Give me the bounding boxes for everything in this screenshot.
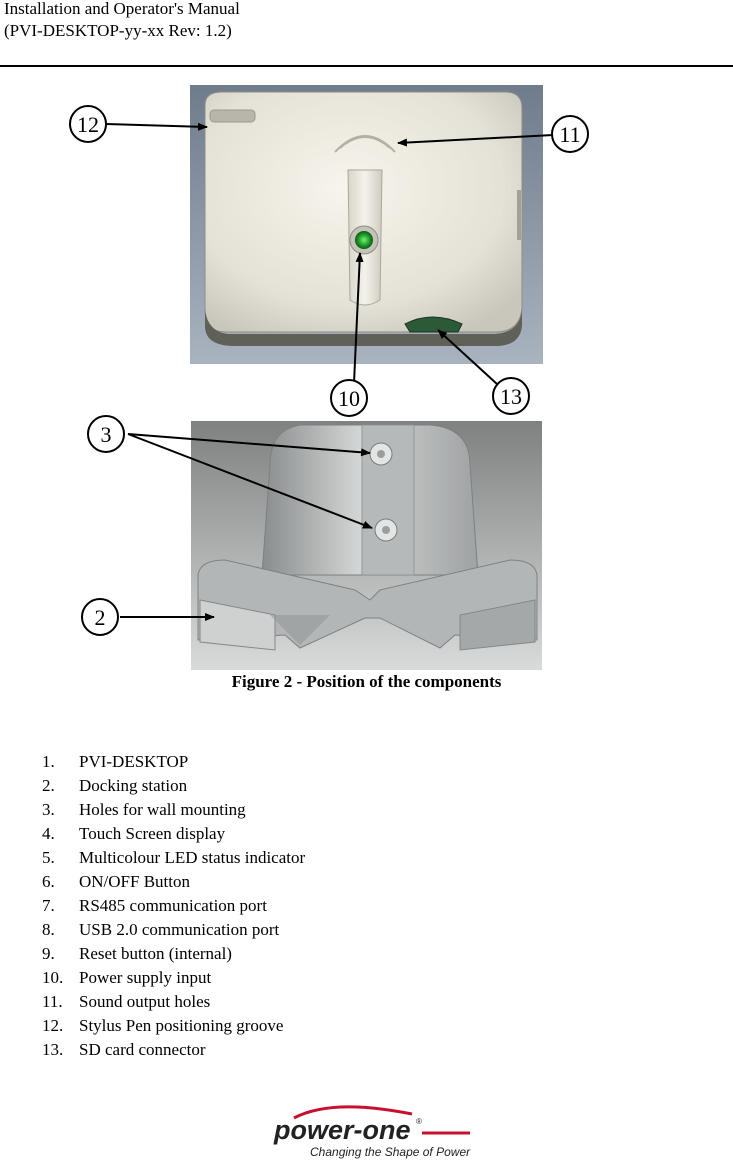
- list-item-label: Multicolour LED status indicator: [79, 848, 306, 867]
- callout-10-label: 10: [338, 386, 360, 411]
- list-item: 2. Docking station: [42, 774, 305, 798]
- callout-2: 2: [81, 598, 119, 636]
- list-item-number: 2.: [42, 776, 55, 795]
- callout-10: 10: [330, 379, 368, 417]
- callout-13-label: 13: [500, 384, 522, 409]
- logo-wordmark: power-one: [273, 1115, 411, 1145]
- logo-registered: ®: [416, 1117, 422, 1126]
- components-list: 1. PVI-DESKTOP 2. Docking station 3. Holes fo…: [42, 750, 305, 1062]
- arrow-13: [437, 329, 498, 385]
- list-item-label: Stylus Pen positioning groove: [79, 1016, 284, 1035]
- list-item-label: Sound output holes: [79, 992, 211, 1011]
- callout-12-label: 12: [77, 112, 99, 137]
- list-item: 3. Holes for wall mounting: [42, 798, 305, 822]
- list-item-number: 4.: [42, 824, 55, 843]
- logo-swoosh: [293, 1105, 413, 1120]
- arrow-3b: [127, 433, 373, 529]
- callout-12: 12: [69, 105, 107, 143]
- list-item-number: 5.: [42, 848, 55, 867]
- docking-station-photo: [191, 421, 542, 670]
- callout-11-label: 11: [559, 122, 580, 147]
- list-item-number: 3.: [42, 800, 55, 819]
- list-item-label: SD card connector: [79, 1040, 206, 1059]
- components-figure: 12 11 10 13 3 2: [69, 85, 589, 670]
- list-item: 6. ON/OFF Button: [42, 870, 305, 894]
- list-item-number: 12.: [42, 1016, 64, 1035]
- arrow-11: [397, 134, 554, 147]
- list-item-number: 1.: [42, 752, 55, 771]
- list-item-label: USB 2.0 communication port: [79, 920, 280, 939]
- callout-arrows: [105, 122, 554, 621]
- list-item: 13. SD card connector: [42, 1038, 305, 1062]
- figure-caption: Figure 2 - Position of the components: [231, 672, 502, 691]
- list-item: 8. USB 2.0 communication port: [42, 918, 305, 942]
- list-item: 7. RS485 communication port: [42, 894, 305, 918]
- list-item-number: 6.: [42, 872, 55, 891]
- arrow-3a: [127, 433, 371, 457]
- list-item: 11. Sound output holes: [42, 990, 305, 1014]
- list-item: 10. Power supply input: [42, 966, 305, 990]
- callout-3: 3: [87, 415, 125, 453]
- header-revision: (PVI-DESKTOP-yy-xx Rev: 1.2): [4, 21, 232, 40]
- device-back-photo: [190, 85, 543, 364]
- list-item-number: 8.: [42, 920, 55, 939]
- list-item-label: Holes for wall mounting: [79, 800, 246, 819]
- power-one-logo: power-one ® Changing the Shape of Power: [273, 1105, 471, 1159]
- list-item-number: 13.: [42, 1040, 64, 1059]
- list-item-label: RS485 communication port: [79, 896, 267, 915]
- callout-13: 13: [492, 377, 530, 415]
- header-divider: [0, 65, 733, 67]
- arrow-12: [105, 122, 208, 131]
- list-item: 5. Multicolour LED status indicator: [42, 846, 305, 870]
- logo-tagline: Changing the Shape of Power: [310, 1145, 471, 1159]
- list-item-label: ON/OFF Button: [79, 872, 190, 891]
- list-item-number: 7.: [42, 896, 55, 915]
- list-item: 1. PVI-DESKTOP: [42, 750, 305, 774]
- header-title: Installation and Operator's Manual: [4, 0, 240, 18]
- list-item-number: 11.: [42, 992, 63, 1011]
- list-item-number: 10.: [42, 968, 64, 987]
- list-item: 4. Touch Screen display: [42, 822, 305, 846]
- list-item: 12. Stylus Pen positioning groove: [42, 1014, 305, 1038]
- callout-3-label: 3: [101, 422, 112, 447]
- list-item-label: Touch Screen display: [79, 824, 226, 843]
- list-item-label: Docking station: [79, 776, 188, 795]
- document-header: Installation and Operator's Manual (PVI-…: [4, 0, 240, 42]
- callout-11: 11: [551, 115, 589, 153]
- list-item-label: PVI-DESKTOP: [79, 752, 189, 771]
- list-item: 9. Reset button (internal): [42, 942, 305, 966]
- callout-2-label: 2: [95, 605, 106, 630]
- list-item-label: Power supply input: [79, 968, 212, 987]
- list-item-number: 9.: [42, 944, 55, 963]
- arrow-10: [353, 252, 364, 384]
- list-item-label: Reset button (internal): [79, 944, 232, 963]
